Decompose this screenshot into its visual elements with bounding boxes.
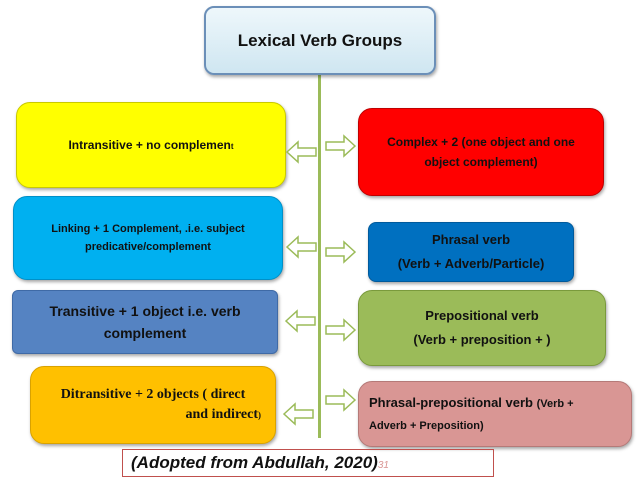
prepositional-box: Prepositional verb (Verb + preposition +… — [358, 290, 606, 366]
diagram-title-box: Lexical Verb Groups — [204, 6, 436, 75]
ditransitive-box: Ditransitive + 2 objects ( direct and in… — [30, 366, 276, 444]
arrow-left-icon — [283, 402, 314, 426]
linking-label-line1: Linking + 1 Complement, .i.e. subject — [51, 223, 245, 235]
phrasal-prepositional-label-line1: Phrasal-prepositional verb (Verb + — [369, 394, 574, 410]
arrow-right-icon — [325, 240, 356, 264]
phrasal-prepositional-label-line2: Adverb + Preposition) — [369, 419, 484, 432]
arrow-right-icon — [325, 388, 356, 412]
citation-box: (Adopted from Abdullah, 2020)31 — [122, 449, 494, 477]
complex-label-line1: Complex + 2 (one object and one — [387, 135, 575, 149]
connector-trunk-line — [318, 75, 321, 438]
transitive-label-line2: complement — [103, 325, 187, 341]
arrow-left-icon — [285, 309, 316, 333]
prepositional-label-line2: (Verb + preposition + ) — [413, 332, 551, 347]
intransitive-box: Intransitive + no complement — [16, 102, 286, 188]
phrasal-label-line1: Phrasal verb — [431, 232, 511, 247]
slide-number: 31 — [377, 460, 389, 471]
diagram-title: Lexical Verb Groups — [237, 30, 403, 50]
linking-label-line2: predicative/complement — [85, 241, 211, 253]
citation-text: (Adopted from Abdullah, 2020) — [131, 453, 378, 472]
prepositional-label-line1: Prepositional verb — [425, 308, 539, 323]
ditransitive-label-line1: Ditransitive + 2 objects ( direct — [60, 387, 246, 402]
arrow-right-icon — [325, 318, 356, 342]
arrow-left-icon — [286, 235, 317, 259]
transitive-label-line1: Transitive + 1 object i.e. verb — [49, 303, 241, 319]
complex-box: Complex + 2 (one object and one object c… — [358, 108, 604, 196]
phrasal-box: Phrasal verb (Verb + Adverb/Particle) — [368, 222, 574, 282]
arrow-left-icon — [286, 140, 317, 164]
transitive-box: Transitive + 1 object i.e. verb compleme… — [12, 290, 278, 354]
linking-box: Linking + 1 Complement, .i.e. subject pr… — [13, 196, 283, 280]
ditransitive-label-line2: and indirect) — [185, 407, 261, 422]
phrasal-label-line2: (Verb + Adverb/Particle) — [397, 256, 545, 271]
intransitive-label: Intransitive + no complement — [68, 138, 234, 152]
arrow-right-icon — [325, 134, 356, 158]
complex-label-line2: object complement) — [424, 155, 538, 169]
phrasal-prepositional-box: Phrasal-prepositional verb (Verb + Adver… — [358, 381, 632, 447]
